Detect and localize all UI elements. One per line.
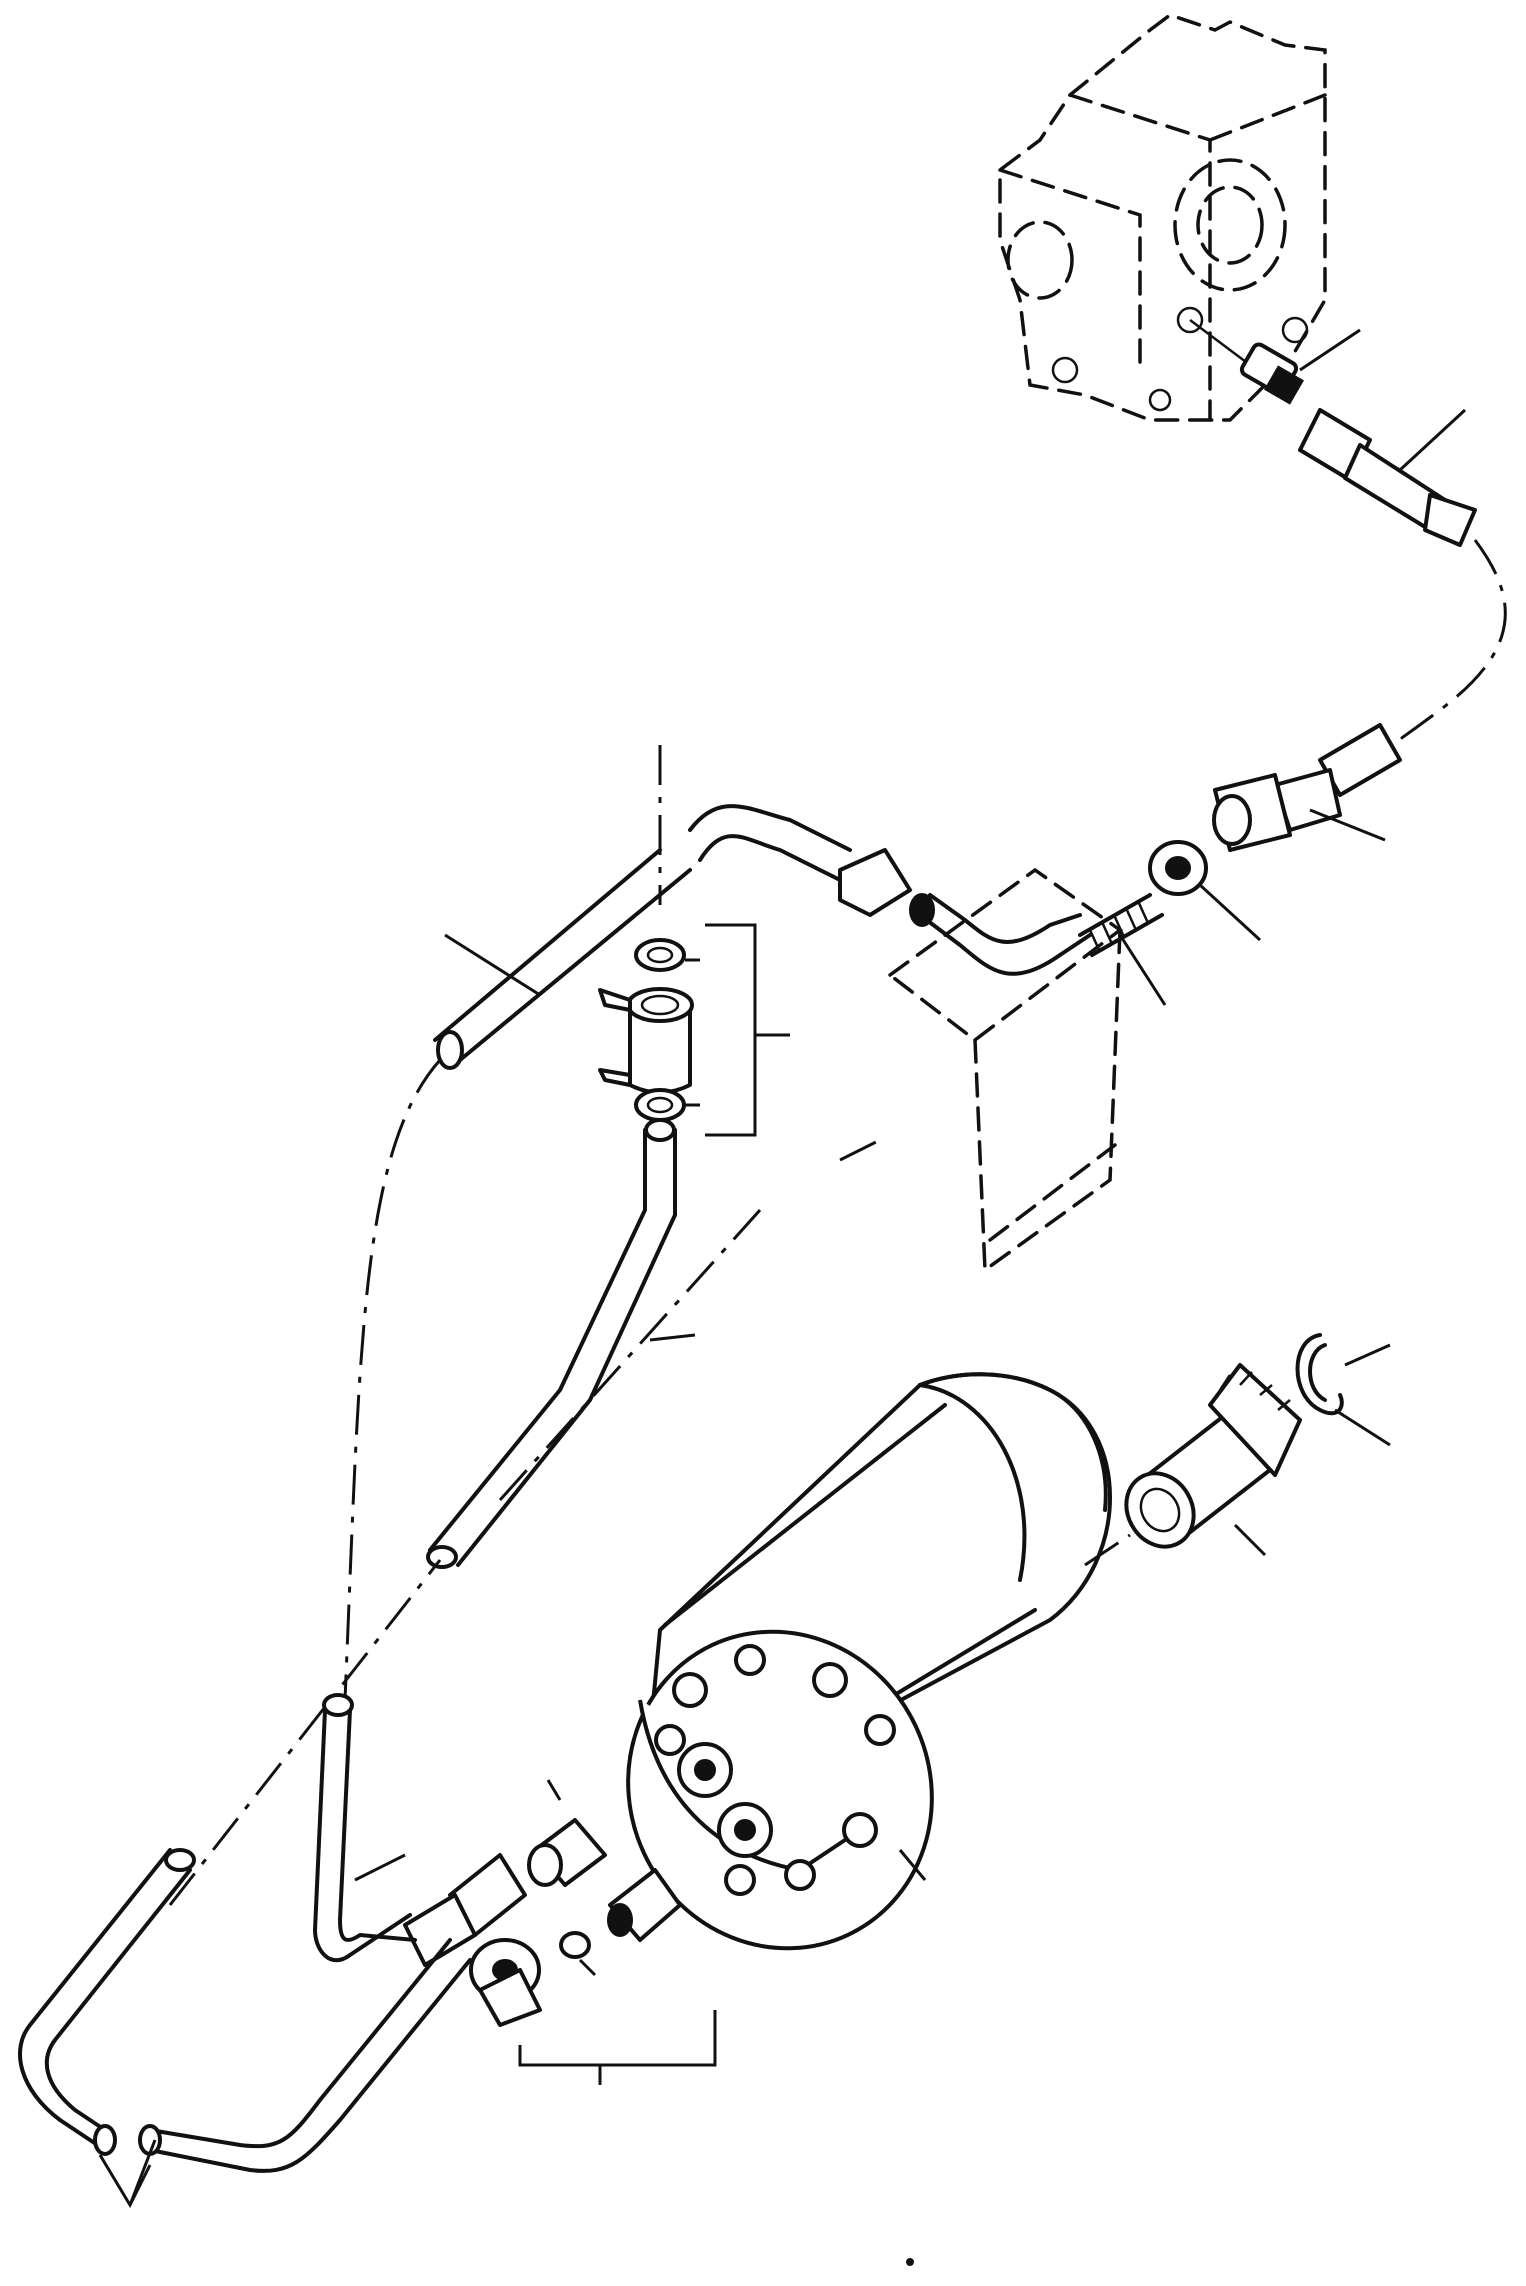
clamp-washer-bottom [634, 1088, 686, 1122]
leader-line [1233, 1523, 1267, 1557]
control-valve-housing [998, 13, 1327, 422]
spring-guard [1078, 893, 1164, 957]
leader-line [546, 1779, 562, 1801]
motor-port-adapter-lower [607, 1868, 682, 1942]
hose-dashed-run-left [343, 1059, 442, 1701]
pinion-gear [1124, 1363, 1302, 1549]
vertical-tube [426, 1118, 677, 1569]
leader-line [1299, 328, 1361, 372]
return-hose [313, 1693, 417, 1963]
callout-bracket [518, 2010, 717, 2085]
lower-hose-fitting [1212, 723, 1402, 852]
bent-tube-elbow [909, 893, 1092, 976]
motor-end-cap [918, 1372, 1108, 1512]
motor-ports [677, 1742, 773, 1858]
tube-nut [1148, 840, 1208, 896]
tube-section-upper [688, 804, 852, 882]
o-ring [559, 1931, 591, 1959]
motor-axis-line [168, 1138, 881, 1906]
leader-line [1344, 1343, 1391, 1367]
leader-line [98, 2154, 152, 2209]
tube-nut-fitting [838, 848, 912, 917]
hydraulic-motor [626, 1372, 1112, 1951]
hose-dashed-run [1369, 539, 1507, 762]
leader-line [578, 1958, 597, 1977]
leader-line [898, 1849, 927, 1881]
leader-line [354, 1853, 406, 1882]
leader-line [1198, 883, 1262, 942]
leader-line [1398, 408, 1467, 472]
leader-line [128, 2139, 157, 2206]
hose-fitting-upper [403, 1853, 527, 1967]
leader-line [649, 1333, 696, 1342]
leader-line [1118, 934, 1167, 1006]
motor-bolts [654, 1644, 896, 1896]
lower-loop-hose [18, 1848, 472, 2173]
clamp-washer-top [634, 938, 686, 972]
tube-section-left [433, 848, 692, 1070]
tube-clamp [598, 987, 694, 1095]
leader-line [444, 933, 541, 997]
snap-ring [1295, 1333, 1344, 1416]
valve-port-adapter [1189, 319, 1304, 405]
motor-port-adapter-upper [527, 1818, 607, 1887]
upper-hose-fitting [1298, 408, 1477, 547]
gear-axis-line [1084, 1533, 1131, 1567]
page-mark [906, 2258, 914, 2266]
leader-line [1334, 1408, 1391, 1447]
callout-bracket [705, 923, 790, 1137]
hose-fitting-lower [469, 1938, 542, 2027]
leader-line [1309, 808, 1386, 842]
mounting-bracket [887, 867, 1123, 1274]
